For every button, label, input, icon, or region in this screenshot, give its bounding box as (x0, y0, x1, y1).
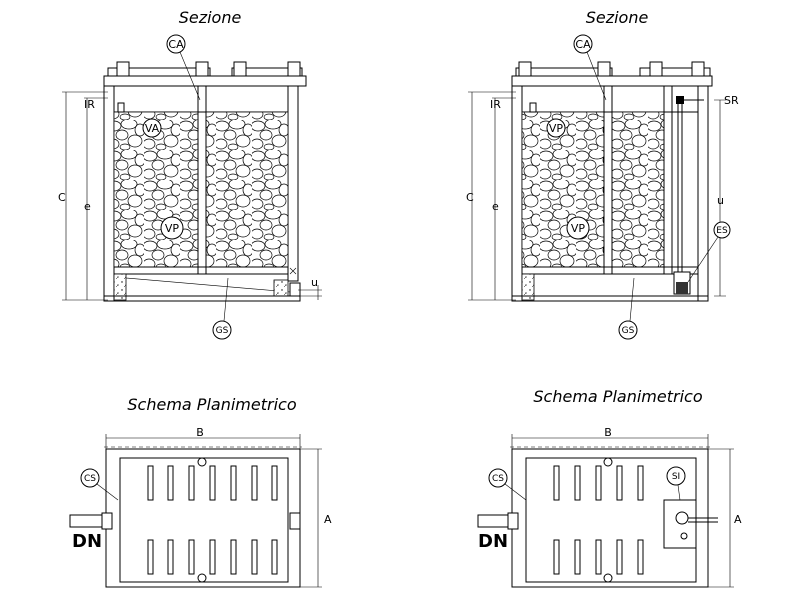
left-plan-dimensions (80, 434, 322, 588)
left-covers (103, 61, 307, 87)
left-plan-dn: DN (72, 531, 102, 552)
right-dim-c: C (466, 191, 474, 204)
right-dim-u: u (717, 194, 724, 207)
right-plan-dn: DN (478, 531, 508, 552)
right-section: Sezione (466, 8, 739, 340)
right-callouts (546, 34, 731, 340)
right-section-title: Sezione (586, 8, 649, 27)
right-label-sr: SR (724, 94, 739, 107)
right-dim-e: e (492, 200, 499, 213)
left-plan-slots-bottom (147, 539, 278, 575)
left-plan-title: Schema Planimetrico (127, 395, 296, 414)
right-plan-dim-a: A (734, 513, 742, 526)
left-tank (103, 85, 301, 302)
left-dim-c: C (58, 191, 66, 204)
right-callout-ca: CA (575, 38, 591, 51)
left-callout-ca: CA (168, 38, 184, 51)
left-plan: Schema Planimetrico (69, 395, 332, 588)
right-callout-gs: GS (622, 326, 635, 336)
right-plan-callout-si: SI (672, 472, 680, 482)
right-plan-callout-cs: CS (492, 474, 504, 484)
right-plan-box (477, 446, 718, 588)
left-plan-slots-top (147, 465, 278, 501)
left-dimensions (62, 91, 322, 301)
left-plan-dim-b: B (196, 426, 204, 439)
right-plan-slots-top (553, 465, 644, 501)
right-dimensions (468, 91, 726, 301)
right-tank (511, 85, 709, 302)
left-plan-callout-cs: CS (84, 474, 96, 484)
left-callouts (142, 34, 232, 340)
right-callout-vp: VP (571, 222, 586, 235)
left-plan-dim-a: A (324, 513, 332, 526)
right-covers (511, 61, 713, 87)
left-section-title: Sezione (179, 8, 242, 27)
left-callout-vp: VP (165, 222, 180, 235)
right-plan-title: Schema Planimetrico (533, 387, 702, 406)
right-label-ir: IR (490, 98, 501, 111)
right-plan: Schema Planimetrico (477, 387, 742, 588)
right-callout-es: ES (716, 226, 728, 236)
right-plan-slots-bottom (553, 539, 644, 575)
left-label-ir: IR (84, 98, 95, 111)
left-callout-gs: GS (216, 326, 229, 336)
right-plan-dim-b: B (604, 426, 612, 439)
right-callout-vp-top: VP (549, 122, 564, 135)
left-section: Sezione (58, 8, 322, 340)
right-plan-dimensions (488, 434, 734, 588)
left-dim-u: u (311, 276, 318, 289)
left-dim-e: e (84, 200, 91, 213)
left-callout-va: VA (145, 122, 160, 135)
left-plan-box (69, 446, 302, 588)
